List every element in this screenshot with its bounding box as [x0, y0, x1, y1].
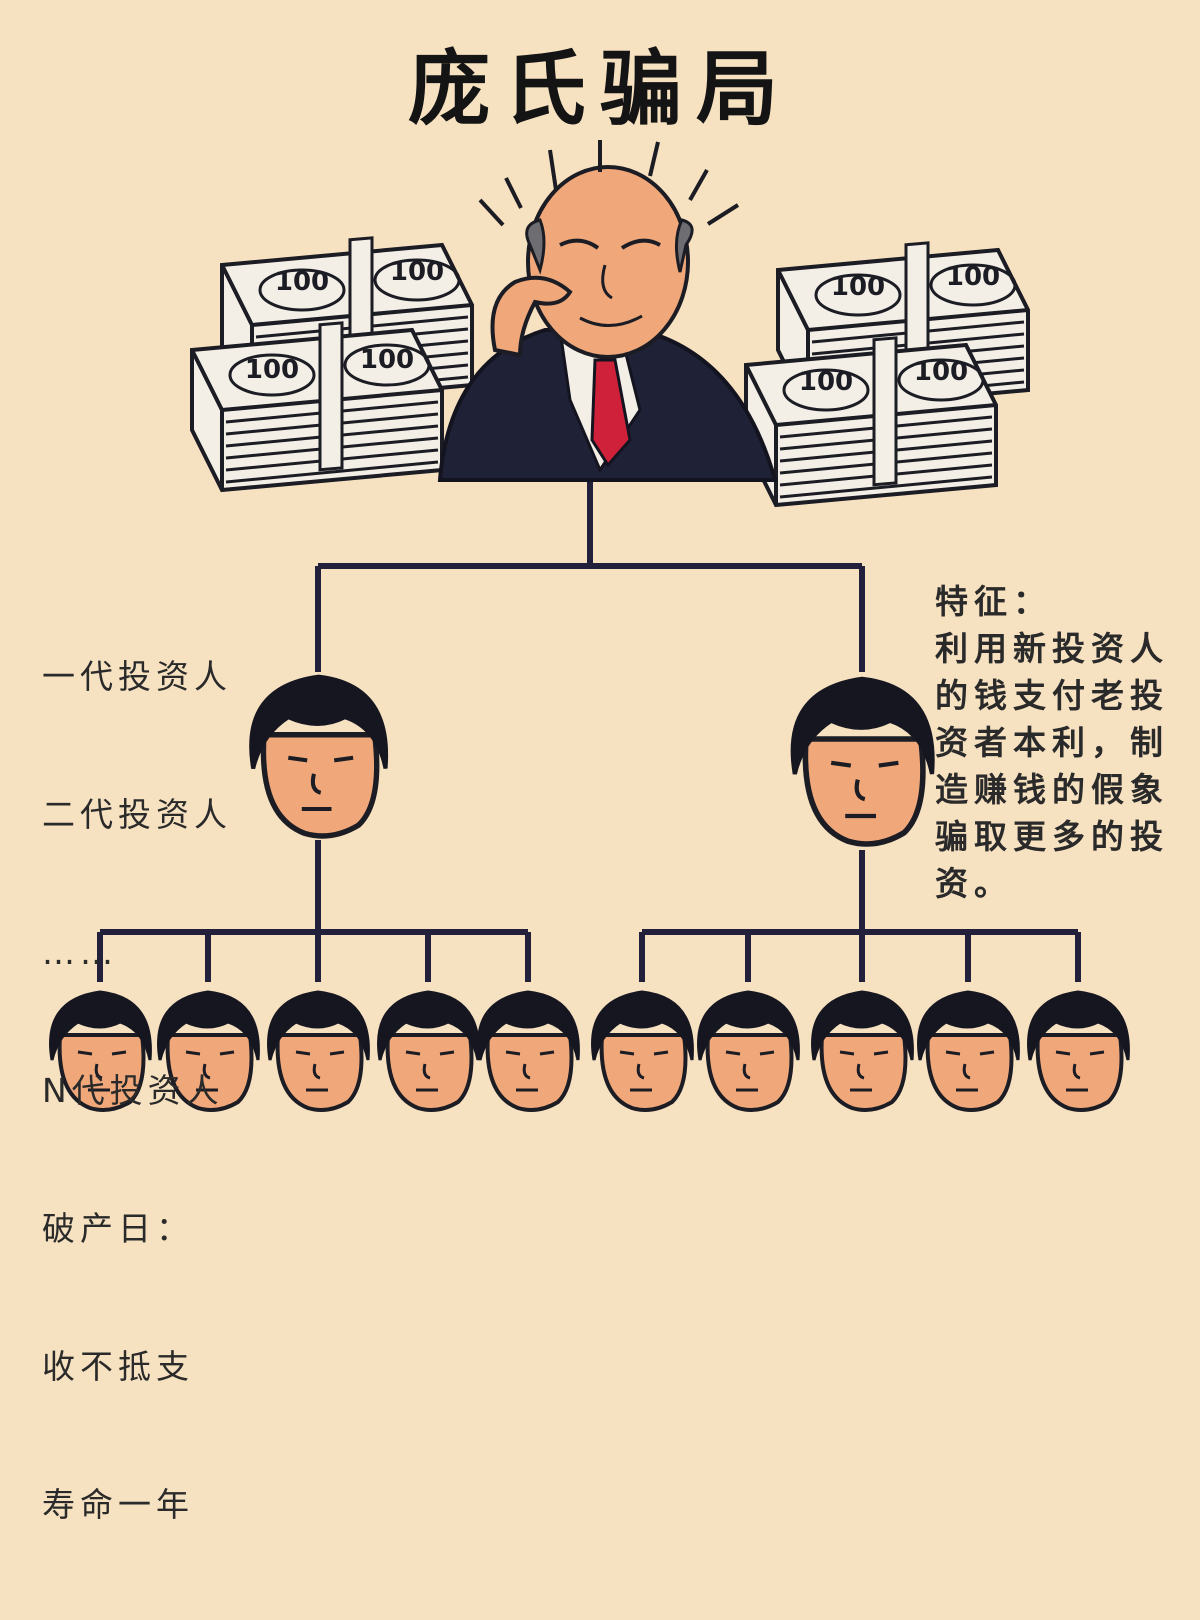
note-line: 二代投资人 — [42, 795, 232, 834]
note-line: 收不抵支 — [42, 1347, 194, 1386]
investor-face — [590, 990, 695, 1112]
note-line: 利用新投资人 — [935, 629, 1169, 668]
banknote-value-label: 100 — [275, 267, 329, 297]
investor-face-left — [251, 677, 386, 836]
banknote-value-label: 100 — [360, 345, 414, 375]
investor-face — [476, 990, 581, 1112]
note-line: 资者本利，制 — [935, 723, 1169, 762]
ponzi-diagram: 庞氏骗局 — [42, 41, 1185, 1524]
note-line: 的钱支付老投 — [935, 676, 1169, 715]
banknote-value-label: 100 — [914, 357, 968, 387]
banknote-value-label: 100 — [245, 355, 299, 385]
note-line: N代投资人 — [42, 1071, 224, 1110]
investor-face — [696, 990, 801, 1112]
note-line: …… — [42, 933, 118, 972]
investor-face — [376, 990, 481, 1112]
note-line: 一代投资人 — [42, 657, 232, 696]
illustration: 100 100 100 100 100 100 100 100 — [48, 140, 1131, 1112]
connector-lines — [97, 480, 1081, 982]
banknote-value-label: 100 — [831, 272, 885, 302]
note-line: 破产日： — [42, 1209, 194, 1248]
banknote-value-label: 100 — [390, 257, 444, 287]
investor-face — [266, 990, 371, 1112]
investor-face — [1026, 990, 1131, 1112]
investor-face — [916, 990, 1021, 1112]
investor-face — [810, 990, 915, 1112]
note-line: 特征： — [935, 582, 1052, 621]
boss-figure — [437, 140, 778, 482]
note-line: 骗取更多的投 — [935, 817, 1169, 856]
characteristics-note: 特征： 利用新投资人 的钱支付老投 资者本利，制 造赚钱的假象 骗取更多的投 资… — [935, 578, 1185, 907]
note-line: 资。 — [935, 864, 1013, 903]
banknote-value-label: 100 — [946, 262, 1000, 292]
investor-face-right — [793, 679, 933, 844]
note-line: 造赚钱的假象 — [935, 770, 1169, 809]
diagram-title: 庞氏骗局 — [407, 41, 792, 137]
investor-generations-note: 一代投资人 二代投资人 …… N代投资人 破产日： 收不抵支 寿命一年 — [42, 562, 232, 1620]
banknote-value-label: 100 — [799, 367, 853, 397]
note-line: 寿命一年 — [42, 1485, 194, 1524]
